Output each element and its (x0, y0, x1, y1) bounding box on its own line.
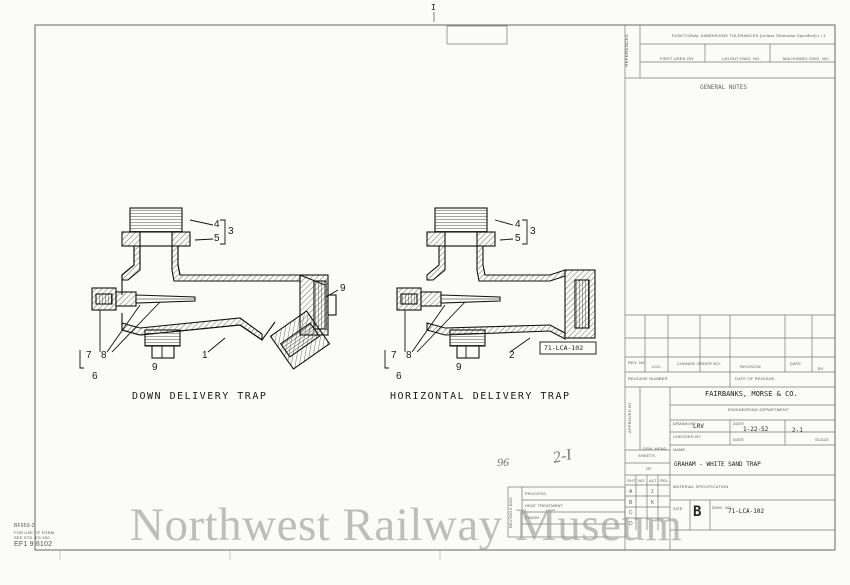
size-value: B (693, 504, 702, 520)
handwritten-note: 2-I (551, 446, 574, 467)
view-tag: 71-LCA-102 (544, 344, 584, 352)
checked-by-label: CHECKED BY (673, 434, 702, 439)
finish-label: FINISH (525, 515, 540, 520)
scale-label: SCALE (815, 437, 830, 442)
rev-date-label: DATE (790, 361, 802, 366)
callout-1: 1 (202, 350, 208, 361)
sheet-row-d: D (629, 521, 633, 527)
sheet-row-c: C (629, 510, 633, 516)
callout-8: 8 (406, 350, 412, 361)
change-order-label: CHANGE ORDER NO. (677, 361, 722, 366)
callout-5: 5 (214, 233, 220, 244)
date-of-release-label: DATE OF RELEASE (735, 376, 775, 381)
margin-note: BF950-2 (14, 523, 35, 529)
machining-dwg: MACHINING DWG. NO. (783, 56, 830, 61)
callout-9: 9 (456, 362, 462, 373)
loc-label: LOC. (652, 364, 663, 369)
handwritten-note: 96 (497, 455, 509, 469)
callout-2: 2 (509, 350, 515, 361)
department-label: ENGINEERING DEPARTMENT (728, 407, 789, 412)
down-trap-leaders (79, 219, 339, 369)
callout-4: 4 (214, 219, 220, 230)
sheet-col: SHT. (627, 478, 637, 483)
heat-treatment-label: HEAT TREATMENT (525, 503, 564, 508)
sheet-row-j: J (651, 489, 654, 495)
margin-note: FOR USE OF FORM (14, 530, 55, 535)
callout-6: 6 (396, 371, 402, 382)
ref-header: FUNCTIONAL DIMENSIONS TOLERANCES (Unless… (672, 33, 817, 38)
horizontal-delivery-trap-view (396, 207, 596, 359)
name-label: NAME (673, 447, 686, 452)
scale-value: 2-1 (792, 427, 803, 434)
callout-6: 6 (92, 371, 98, 382)
ref-page: 1 / 1 (817, 33, 826, 38)
callout-5: 5 (515, 233, 521, 244)
title-block (507, 25, 835, 550)
size-label: SIZE (673, 506, 683, 511)
callout-9b: 9 (152, 362, 158, 373)
references-label: REFERENCES (623, 34, 629, 67)
sheet-row-a: A (629, 489, 633, 495)
view-caption-horizontal: HORIZONTAL DELIVERY TRAP (390, 391, 571, 402)
date-value: 1-22-52 (743, 426, 769, 433)
sheet-border (34, 24, 836, 551)
rev-by-label: BY (818, 366, 824, 371)
layout-dwg: LAYOUT DWG. NO. (722, 56, 761, 61)
rev-no-label: REV. NO. (628, 360, 647, 365)
revision-title: REVISION (740, 364, 761, 369)
sheet-row-k: K (651, 500, 655, 506)
margin-note: SEE STD. ES-900 (14, 535, 50, 540)
callout-7: 7 (391, 350, 397, 361)
sheets-label: SHEETS (638, 453, 656, 458)
callout-8: 8 (101, 350, 107, 361)
process-label: PROCESS (525, 491, 546, 496)
callout-3: 3 (530, 226, 536, 237)
dwg-no-label: DWG. NO. (712, 505, 733, 510)
horizontal-trap-leaders (384, 219, 597, 369)
first-used-on: FIRST USED ON (660, 56, 694, 61)
sheet-col: REL. (660, 478, 670, 483)
date-label: DATE (733, 421, 745, 426)
drawn-by-label: DRAWN BY (673, 421, 697, 426)
down-delivery-trap-view (91, 207, 337, 370)
margin-note: EF1 9 6102 (14, 541, 53, 548)
dsn-head-label: DSN. HEAD (643, 446, 667, 451)
sheet-col: ALT. (649, 478, 658, 483)
callout-9: 9 (340, 283, 346, 294)
drawn-by-value: LRV (693, 423, 704, 430)
sheet-row-b: B (629, 500, 633, 506)
callout-4: 4 (515, 219, 521, 230)
approved-by-label: APPROVED BY (626, 402, 632, 433)
callout-3: 3 (228, 226, 234, 237)
general-notes-title: GENERAL NOTES (700, 84, 747, 91)
sheet-col: NO. (638, 478, 646, 483)
release-number-label: RELEASE NUMBER (628, 376, 668, 381)
company-name: FAIRBANKS, MORSE & CO. (705, 390, 798, 398)
material-label: MATERIAL SPECIFICATION (673, 484, 729, 489)
callout-7: 7 (86, 350, 92, 361)
of-label: OF (646, 466, 652, 471)
check-date-label: DATE (733, 437, 745, 442)
sheet-mark: I (431, 3, 436, 12)
dwg-no-value: 71-LCA-102 (728, 508, 765, 515)
drawing-name: GRAHAM - WHITE SAND TRAP (674, 461, 761, 468)
museum-watermark: Northwest Railway Museum (130, 499, 683, 551)
view-caption-down: DOWN DELIVERY TRAP (132, 391, 268, 402)
